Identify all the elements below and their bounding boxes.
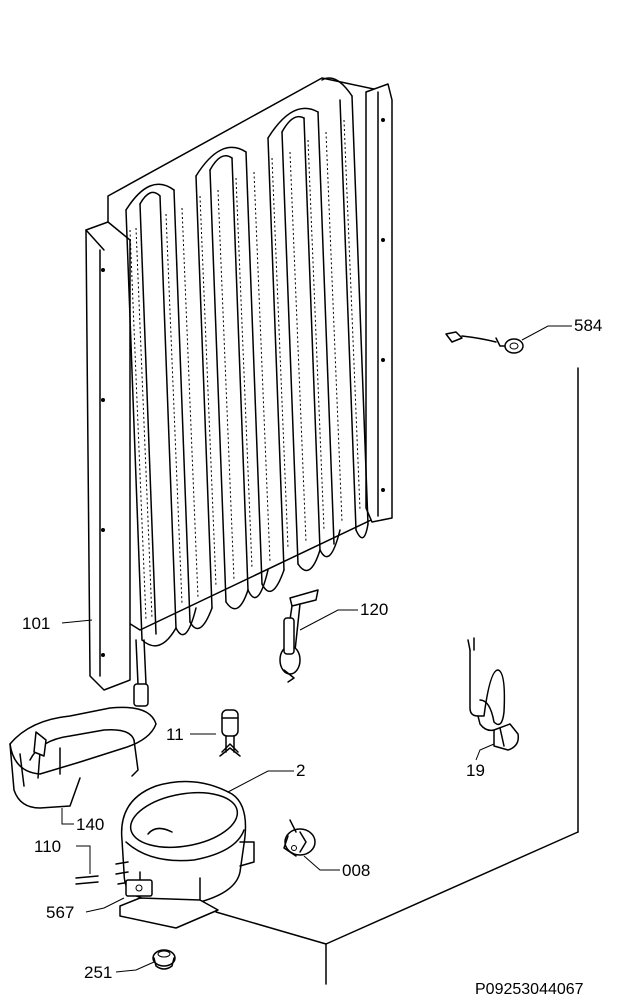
label-relay: 008 xyxy=(342,861,370,880)
condenser-fins xyxy=(129,119,361,621)
connector xyxy=(219,709,241,757)
condenser-tubes xyxy=(125,77,369,647)
relay-starter xyxy=(283,819,316,857)
compressor xyxy=(115,780,255,929)
label-clip: 110 xyxy=(34,837,61,856)
label-drip-tray: 140 xyxy=(76,815,104,834)
label-connector: 11 xyxy=(166,725,184,744)
cabinet-outline xyxy=(215,367,579,985)
label-earth-wire: 584 xyxy=(574,316,602,335)
rail-holes xyxy=(101,118,385,657)
power-cable xyxy=(467,637,520,751)
label-power-cable: 19 xyxy=(466,761,485,780)
drip-tray xyxy=(9,706,157,809)
label-mount-grommet: 567 xyxy=(46,903,74,922)
label-compressor: 2 xyxy=(296,761,305,780)
condenser-assembly xyxy=(85,77,393,707)
label-foot-grommet: 251 xyxy=(84,963,112,982)
capillary-dryer xyxy=(279,589,319,683)
clip xyxy=(75,875,99,885)
earth-wire xyxy=(445,331,524,354)
foot-grommet xyxy=(152,949,176,970)
label-capillary: 120 xyxy=(360,600,388,619)
reference-number: P09253044067 xyxy=(475,981,584,998)
label-condenser: 101 xyxy=(22,614,50,633)
